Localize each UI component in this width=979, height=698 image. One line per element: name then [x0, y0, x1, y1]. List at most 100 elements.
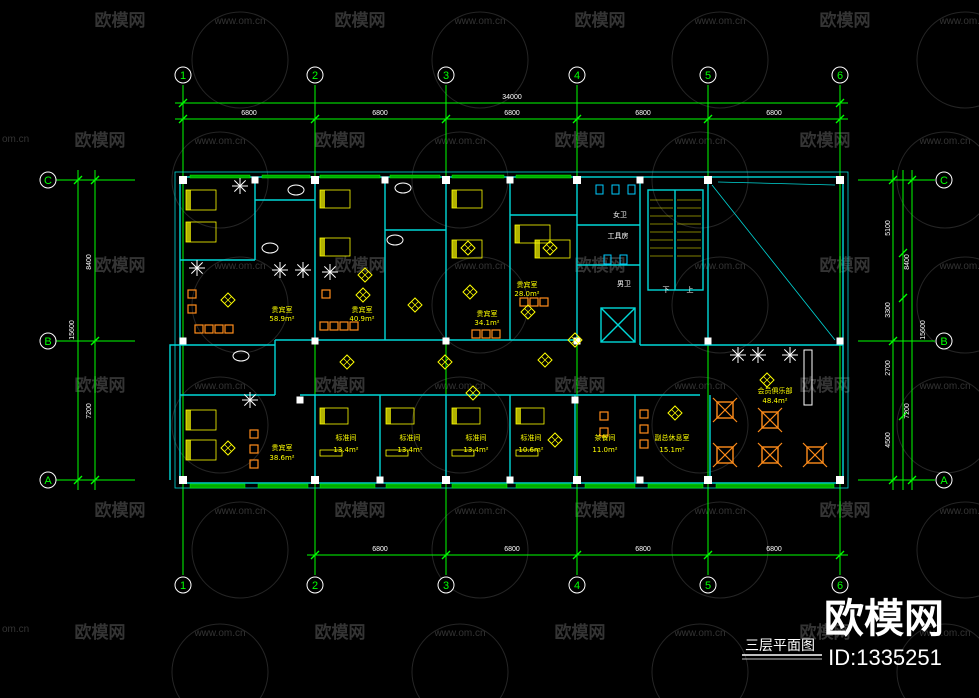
armchair [329, 321, 339, 331]
plant-leaf [789, 348, 797, 356]
watermark-circle [171, 376, 269, 474]
plant-leaf [273, 269, 281, 277]
dim-right-2: 7200 [904, 403, 911, 419]
sanitary-fixture [287, 184, 305, 196]
watermark-circle [651, 131, 749, 229]
watermark-circle [191, 501, 289, 599]
watermark-url: www.om.cn [918, 381, 970, 392]
watermark-brand-large: 欧模网 [824, 596, 944, 642]
armchair [599, 411, 609, 421]
plant-leaf [329, 265, 337, 273]
watermark-brand: 欧模网 [820, 10, 871, 31]
armchair [639, 439, 649, 449]
window-strip [319, 174, 381, 179]
armchair [529, 297, 539, 307]
lamp-table [339, 354, 355, 370]
dim-right-inner-2: 3300 [885, 302, 892, 318]
lamp-table [407, 297, 423, 313]
watermark-brand: 欧模网 [820, 500, 871, 521]
room-lounge-name: 副总休息室 [655, 433, 690, 442]
plant-leaf [783, 354, 791, 362]
plant-leaf [302, 269, 310, 277]
urinal-stall [619, 254, 628, 265]
lamp-table [437, 354, 453, 370]
armchair [187, 304, 197, 314]
window-strip [385, 483, 442, 489]
axis-label-6-bottom: 6 [837, 580, 843, 592]
lamp-cross [343, 358, 351, 366]
plant-leaf [239, 185, 247, 193]
watermark-brand: 欧模网 [95, 10, 146, 31]
club-counter [803, 349, 813, 406]
axis-label-3-top: 3 [443, 70, 449, 82]
plant-leaf [273, 263, 281, 271]
window-strip [647, 483, 704, 489]
bed-headboard [386, 408, 391, 424]
watermark-url: www.om.cn [193, 381, 245, 392]
plant-leaf [783, 348, 791, 356]
bed-headboard [515, 225, 520, 243]
lamp-table [357, 267, 373, 283]
column [442, 176, 450, 184]
plant-leaf [737, 348, 745, 356]
column [179, 176, 187, 184]
room-s2-area: 13.4m² [397, 446, 422, 454]
lamp-table [567, 332, 583, 348]
bed-headboard [452, 190, 457, 208]
club-table-chair [802, 442, 828, 468]
desk [451, 449, 475, 457]
dim-top-2: 6800 [372, 110, 388, 117]
plant-leaf [751, 348, 759, 356]
lamp-cross [359, 291, 367, 299]
watermark-circle [916, 256, 979, 354]
plant-leaf [233, 179, 241, 187]
watermark-url: www.om.cn [433, 381, 485, 392]
column [376, 476, 384, 484]
column [836, 337, 844, 345]
column [311, 337, 319, 345]
plant-leaf [731, 354, 739, 362]
armchair [539, 297, 549, 307]
window-strip [389, 174, 441, 179]
column [573, 476, 581, 484]
window-strip [515, 174, 572, 179]
lamp-cross [469, 389, 477, 397]
sanitary-fixture [232, 350, 250, 362]
dim-right-inner-3: 2700 [885, 360, 892, 376]
plant-leaf [279, 263, 287, 271]
column [836, 476, 844, 484]
watermark-url: www.om.cn [693, 506, 745, 517]
room-r4-area: 28.0m² [514, 290, 539, 298]
dim-total-top: 34000 [502, 94, 522, 101]
watermark-url: www.om.cn [938, 506, 979, 517]
watermark-brand: 欧模网 [800, 622, 851, 643]
plant-leaf [737, 354, 745, 362]
lamp-table [759, 372, 775, 388]
watermark-circle [431, 11, 529, 109]
dim-left-total: 15600 [69, 320, 76, 340]
lamp-cross [466, 288, 474, 296]
room-r1-area: 58.9m² [269, 315, 294, 323]
axis-label-3-bottom: 3 [443, 580, 449, 592]
room-r5-area: 38.6m² [269, 454, 294, 462]
lamp-cross [571, 336, 579, 344]
club-table-chair [757, 442, 783, 468]
watermark-circle [671, 11, 769, 109]
plant-leaf [249, 399, 257, 407]
window-strip [451, 174, 505, 179]
room-s3-area: 13.4m² [463, 446, 488, 454]
axis-label-5-bottom: 5 [705, 580, 711, 592]
lamp-cross [763, 376, 771, 384]
plant-leaf [757, 354, 765, 362]
room-lounge-area: 15.1m² [659, 446, 684, 454]
column [836, 176, 844, 184]
lamp-table [547, 432, 563, 448]
stair-down-label: 下 [663, 286, 670, 294]
dim-right-total: 15600 [920, 320, 927, 340]
bed-headboard [516, 408, 521, 424]
lamp-cross [546, 244, 554, 252]
dim-top-4: 6800 [635, 110, 651, 117]
armchair [321, 289, 331, 299]
watermark-url-edge: om.cn [2, 134, 29, 145]
watermark-circle [411, 623, 509, 698]
